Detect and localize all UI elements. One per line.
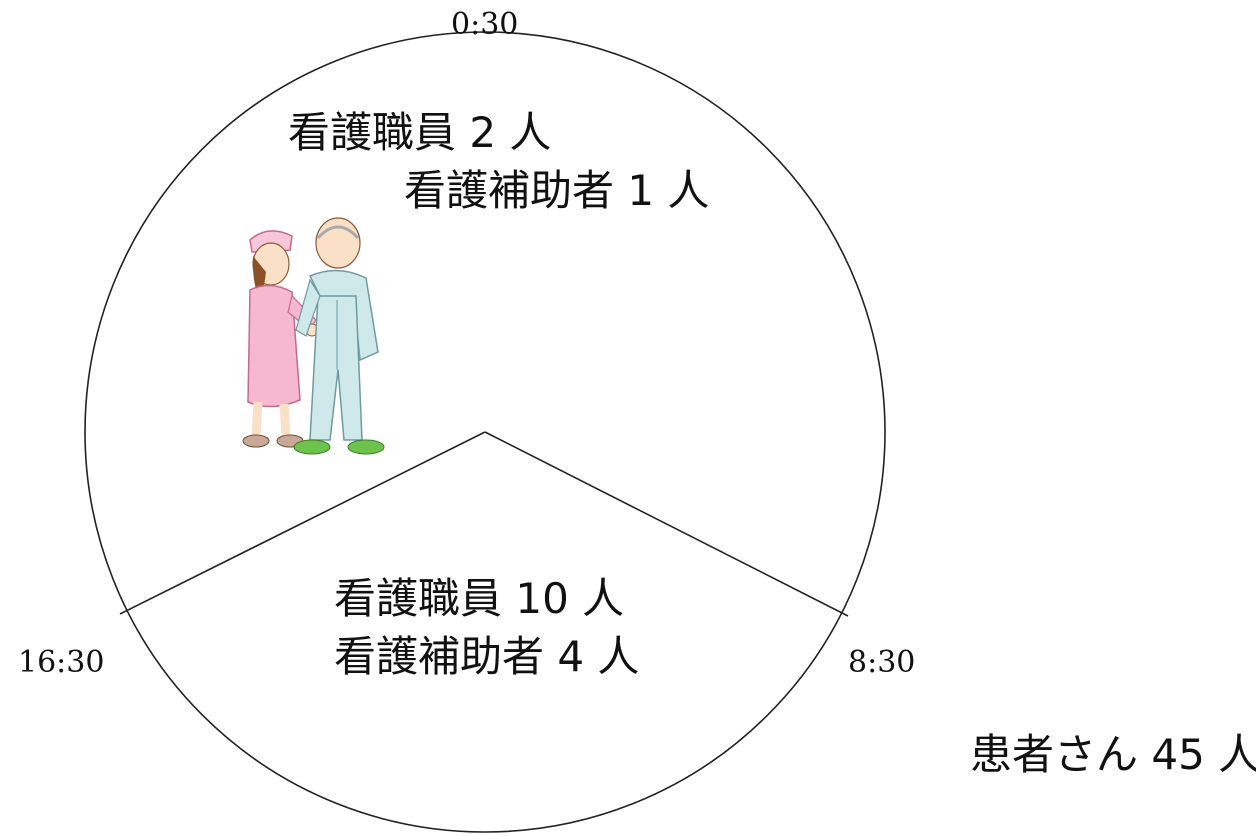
nurse-and-patient-icon <box>242 217 385 455</box>
time-label-top: 0:30 <box>451 7 519 42</box>
night-aides-label: 看護補助者 1 人 <box>404 166 710 215</box>
time-label-left: 16:30 <box>18 645 105 680</box>
day-nurses-label: 看護職員 10 人 <box>334 574 625 623</box>
divider-16-30 <box>119 431 486 615</box>
patients-count-label: 患者さん 45 人 <box>970 730 1256 779</box>
night-nurses-label: 看護職員 2 人 <box>288 108 552 157</box>
day-aides-label: 看護補助者 4 人 <box>334 632 640 681</box>
clock-circle <box>84 31 886 833</box>
divider-8-30 <box>484 431 849 617</box>
time-label-right: 8:30 <box>848 645 916 680</box>
